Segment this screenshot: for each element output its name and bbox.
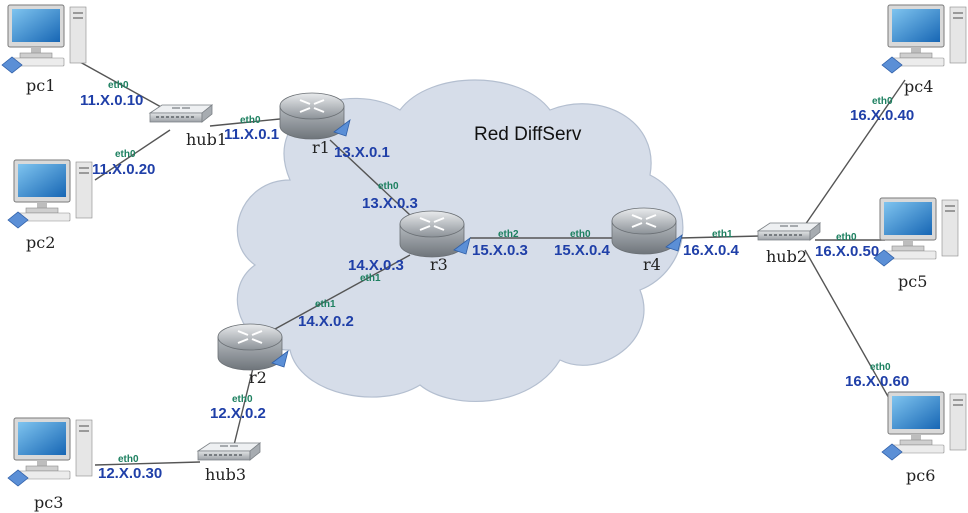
link-hub2-pc6 [804, 249, 891, 401]
link-pc1-hub1 [79, 61, 171, 113]
ip-pc5: 16.X.0.50 [815, 243, 879, 260]
ip-r3-r4: 15.X.0.3 [472, 242, 528, 259]
pc2-device[interactable] [7, 159, 93, 229]
iface-r4-eth0: eth0 [570, 229, 591, 240]
link-pc2-hub1 [94, 129, 171, 181]
r1-device[interactable] [279, 92, 351, 140]
hub1-device[interactable] [149, 104, 213, 123]
ip-r2-core: 14.X.0.2 [298, 313, 354, 330]
pc4-device[interactable] [881, 4, 967, 74]
node-name-r2: r2 [249, 368, 267, 387]
node-name-pc1: pc1 [26, 76, 55, 95]
r3-device[interactable] [399, 210, 471, 258]
ip-r4-lan: 16.X.0.4 [683, 242, 740, 259]
links [79, 61, 906, 466]
node-name-r1: r1 [312, 138, 330, 157]
ip-r1-core: 13.X.0.1 [334, 144, 390, 161]
ip-r3-r1: 13.X.0.3 [362, 195, 418, 212]
iface-r2-eth1: eth1 [315, 299, 336, 310]
hub3-device[interactable] [197, 442, 261, 461]
iface-pc3-eth0: eth0 [118, 454, 139, 465]
ip-pc6: 16.X.0.60 [845, 373, 909, 390]
node-name-hub2: hub2 [766, 247, 807, 266]
ip-pc4: 16.X.0.40 [850, 107, 914, 124]
node-name-pc6: pc6 [906, 466, 935, 485]
node-name-r4: r4 [643, 255, 661, 274]
pc5-device[interactable] [873, 197, 959, 267]
cloud-label: Red DiffServ [474, 124, 582, 145]
ip-pc3: 12.X.0.30 [98, 465, 162, 482]
iface-r4-eth1: eth1 [712, 229, 733, 240]
ip-r3-r2: 14.X.0.3 [348, 257, 404, 274]
iface-pc4-eth0: eth0 [872, 96, 893, 107]
link-r1-r3 [329, 139, 411, 216]
r4-device[interactable] [611, 207, 683, 255]
link-hub1-r1 [209, 117, 291, 127]
iface-pc5-eth0: eth0 [836, 232, 857, 243]
iface-pc2-eth0: eth0 [115, 149, 136, 160]
link-r4-hub2 [679, 235, 761, 239]
ip-r2-lan: 12.X.0.2 [210, 405, 266, 422]
ip-pc1: 11.X.0.10 [80, 92, 143, 109]
ip-pc2: 11.X.0.20 [92, 161, 155, 178]
iface-r2-eth0: eth0 [232, 394, 253, 405]
r2-device[interactable] [217, 323, 289, 371]
link-r3-r2 [254, 254, 411, 341]
pc6-device[interactable] [881, 391, 967, 461]
ip-r1-lan: 11.X.0.1 [224, 126, 279, 143]
link-pc3-hub3 [94, 461, 201, 466]
iface-pc6-eth0: eth0 [870, 362, 891, 373]
iface-r3-eth0: eth0 [378, 181, 399, 192]
node-name-pc2: pc2 [26, 233, 55, 252]
hub2-device[interactable] [757, 222, 821, 241]
node-name-hub1: hub1 [186, 130, 227, 149]
iface-r3-eth1: eth1 [360, 273, 381, 284]
node-name-pc5: pc5 [898, 272, 927, 291]
iface-r1-eth0: eth0 [240, 115, 261, 126]
iface-r3-eth2: eth2 [498, 229, 519, 240]
pc3-device[interactable] [7, 417, 93, 487]
ip-r4-r3: 15.X.0.4 [554, 242, 611, 259]
node-name-pc4: pc4 [904, 77, 933, 96]
node-name-r3: r3 [430, 255, 448, 274]
node-name-hub3: hub3 [205, 465, 246, 484]
node-name-pc3: pc3 [34, 493, 63, 512]
iface-pc1-eth0: eth0 [108, 80, 129, 91]
pc1-device[interactable] [1, 4, 87, 74]
link-hub2-pc4 [804, 79, 906, 226]
link-r2-hub3 [233, 359, 256, 446]
